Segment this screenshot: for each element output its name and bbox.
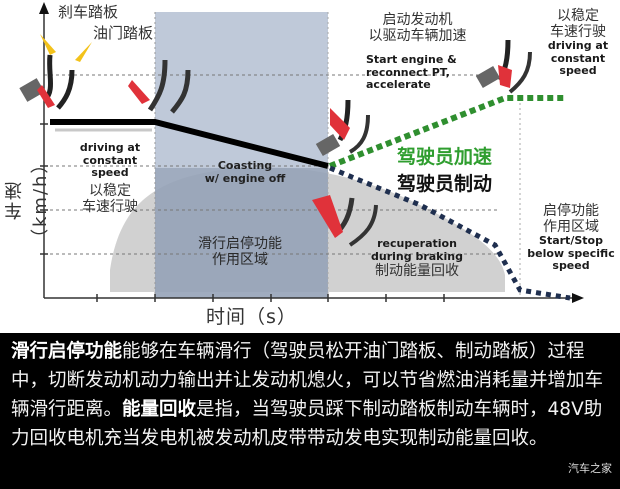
brake-pedal-label: 刹车踏板 [58,3,119,21]
start-stop-label: 启停功能 作用区域 Start/Stop below specific spee… [527,203,615,273]
coasting-description: 能够在车辆滑行（驾驶员松开油门踏板、制动踏板）过程中，切断发动机动力输出并让发动… [11,341,604,420]
gas-pedal-label: 油门踏板 [93,24,154,42]
speed-time-diagram: 刹车踏板 油门踏板 车速（km/h） 时间（s） driving at cons… [4,2,615,328]
accel-line [328,95,565,169]
pedal-icon-3 [315,99,370,157]
chart-canvas [19,2,584,303]
y-axis-arrow [39,2,49,14]
constant-speed-label-1: driving at constant speed 以稳定 车速行驶 [79,141,141,216]
pedal-icon-2 [128,59,191,114]
pedal-icon-4 [475,39,532,94]
watermark: 汽车之家 [568,462,612,475]
pedal-icon-5 [312,195,378,247]
energy-recovery-term: 能量回收 [122,399,197,420]
y-axis-label: 车速（km/h） [4,153,51,247]
energy-recovery-description: 是指，当驾驶员踩下制动踏板制动车辆时，48V助力回收电机充当发电机被发动机皮带带… [11,399,603,449]
driver-accel-label: 驾驶员加速 [397,146,493,168]
caption-text: 滑行启停功能能够在车辆滑行（驾驶员松开油门踏板、制动踏板）过程中，切断发动机动力… [0,333,620,489]
x-axis-label: 时间（s） [206,306,297,328]
coasting-label: Coasting w/ engine off [204,159,286,185]
speed-line [50,119,329,169]
constant-speed-label-2: 以稳定 车速行驶 driving at constant speed [547,8,609,78]
coasting-zone-label: 滑行启停功能 作用区域 [198,236,282,269]
brake-line [329,165,571,301]
driver-brake-label: 驾驶员制动 [397,173,493,195]
coasting-start-stop-term: 滑行启停功能 [11,341,123,362]
x-axis-arrow [572,293,584,303]
recuperation-label: recuperation during braking 制动能量回收 [371,237,463,280]
start-engine-label: 启动发动机 以驱动车辆加速 [368,12,467,45]
pedal-icon-1 [19,34,92,110]
start-engine-en-label: Start engine & reconnect PT, accelerate [366,53,457,92]
